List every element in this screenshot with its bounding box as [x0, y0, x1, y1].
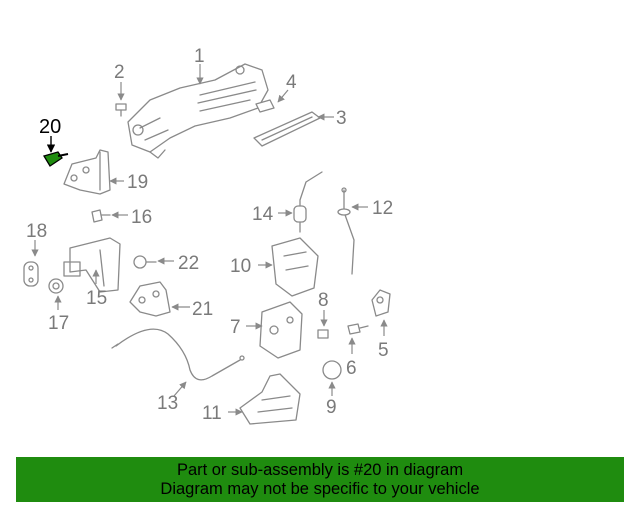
part-11-bracket	[239, 373, 301, 425]
part-7-latch	[259, 301, 303, 359]
callout-16: 16	[131, 207, 152, 228]
callout-10: 10	[230, 256, 251, 277]
part-10-actuator	[271, 237, 319, 297]
callout-13: 13	[157, 393, 178, 414]
part-19-hinge	[63, 149, 111, 195]
callout-17: 17	[48, 313, 69, 334]
callout-8: 8	[318, 290, 329, 311]
part-12-rod	[337, 187, 355, 275]
banner-line-1: Part or sub-assembly is #20 in diagram	[176, 461, 464, 479]
part-2-screw	[115, 103, 127, 117]
part-15-door-check	[63, 237, 121, 293]
part-16-bolt	[91, 209, 111, 223]
part-18-bumper	[23, 261, 39, 287]
callout-7: 7	[230, 317, 241, 338]
callout-19: 19	[127, 172, 148, 193]
callout-4: 4	[286, 72, 297, 93]
callout-6: 6	[346, 358, 357, 379]
part-4-clip	[255, 99, 275, 113]
part-20-bolt	[43, 151, 69, 167]
part-13-cable	[111, 328, 245, 381]
callout-22: 22	[178, 253, 199, 274]
callout-9: 9	[326, 397, 337, 418]
part-22-bolt	[133, 255, 157, 269]
callout-12: 12	[372, 198, 393, 219]
callout-21: 21	[192, 299, 213, 320]
callout-18: 18	[26, 221, 47, 242]
callout-14: 14	[252, 204, 274, 225]
callout-5: 5	[378, 340, 389, 361]
callout-11: 11	[202, 403, 222, 424]
callout-2: 2	[114, 62, 125, 83]
part-21-hinge	[129, 281, 171, 317]
part-17-nut	[48, 278, 64, 294]
callout-20: 20	[39, 116, 61, 138]
part-14-rod	[293, 171, 323, 233]
part-3-pad	[253, 111, 321, 147]
part-6-screw	[347, 323, 369, 335]
callout-3: 3	[336, 108, 347, 129]
part-1-handle-assembly	[127, 63, 269, 159]
part-9-grommet	[322, 360, 342, 380]
info-banner: Part or sub-assembly is #20 in diagram D…	[16, 457, 624, 502]
part-8-screw	[317, 329, 329, 339]
callout-1: 1	[194, 46, 205, 67]
part-5-striker	[371, 289, 391, 317]
callout-15: 15	[86, 288, 107, 309]
banner-line-2: Diagram may not be specific to your vehi…	[160, 480, 480, 498]
